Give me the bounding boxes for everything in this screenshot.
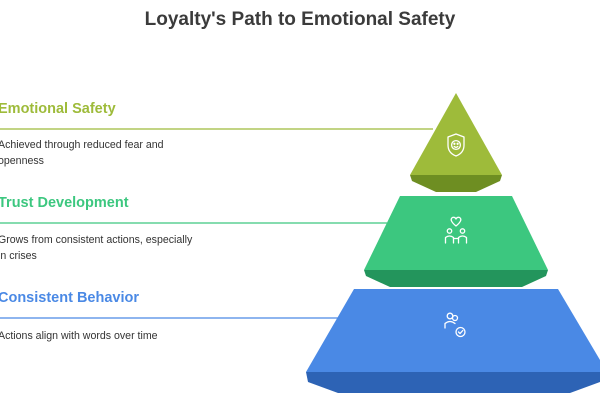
level-description-consistent-behavior: Actions align with words over time <box>0 330 158 342</box>
pyramid-tier-top <box>410 93 502 192</box>
shield-smile-icon <box>447 133 465 157</box>
level-heading-trust-development: Trust Development <box>0 195 129 211</box>
pyramid-tier-bottom <box>306 289 600 393</box>
level-description-trust-development: Grows from consistent actions, especiall… <box>0 234 193 262</box>
people-heart-icon <box>444 216 468 244</box>
level-description-emotional-safety: Achieved through reduced fear and openne… <box>0 139 164 167</box>
level-heading-emotional-safety: Emotional Safety <box>0 101 116 117</box>
pyramid-tier-middle <box>364 196 548 287</box>
page-title: Loyalty's Path to Emotional Safety <box>144 9 456 30</box>
user-check-icon <box>444 312 466 338</box>
level-heading-consistent-behavior: Consistent Behavior <box>0 290 139 306</box>
